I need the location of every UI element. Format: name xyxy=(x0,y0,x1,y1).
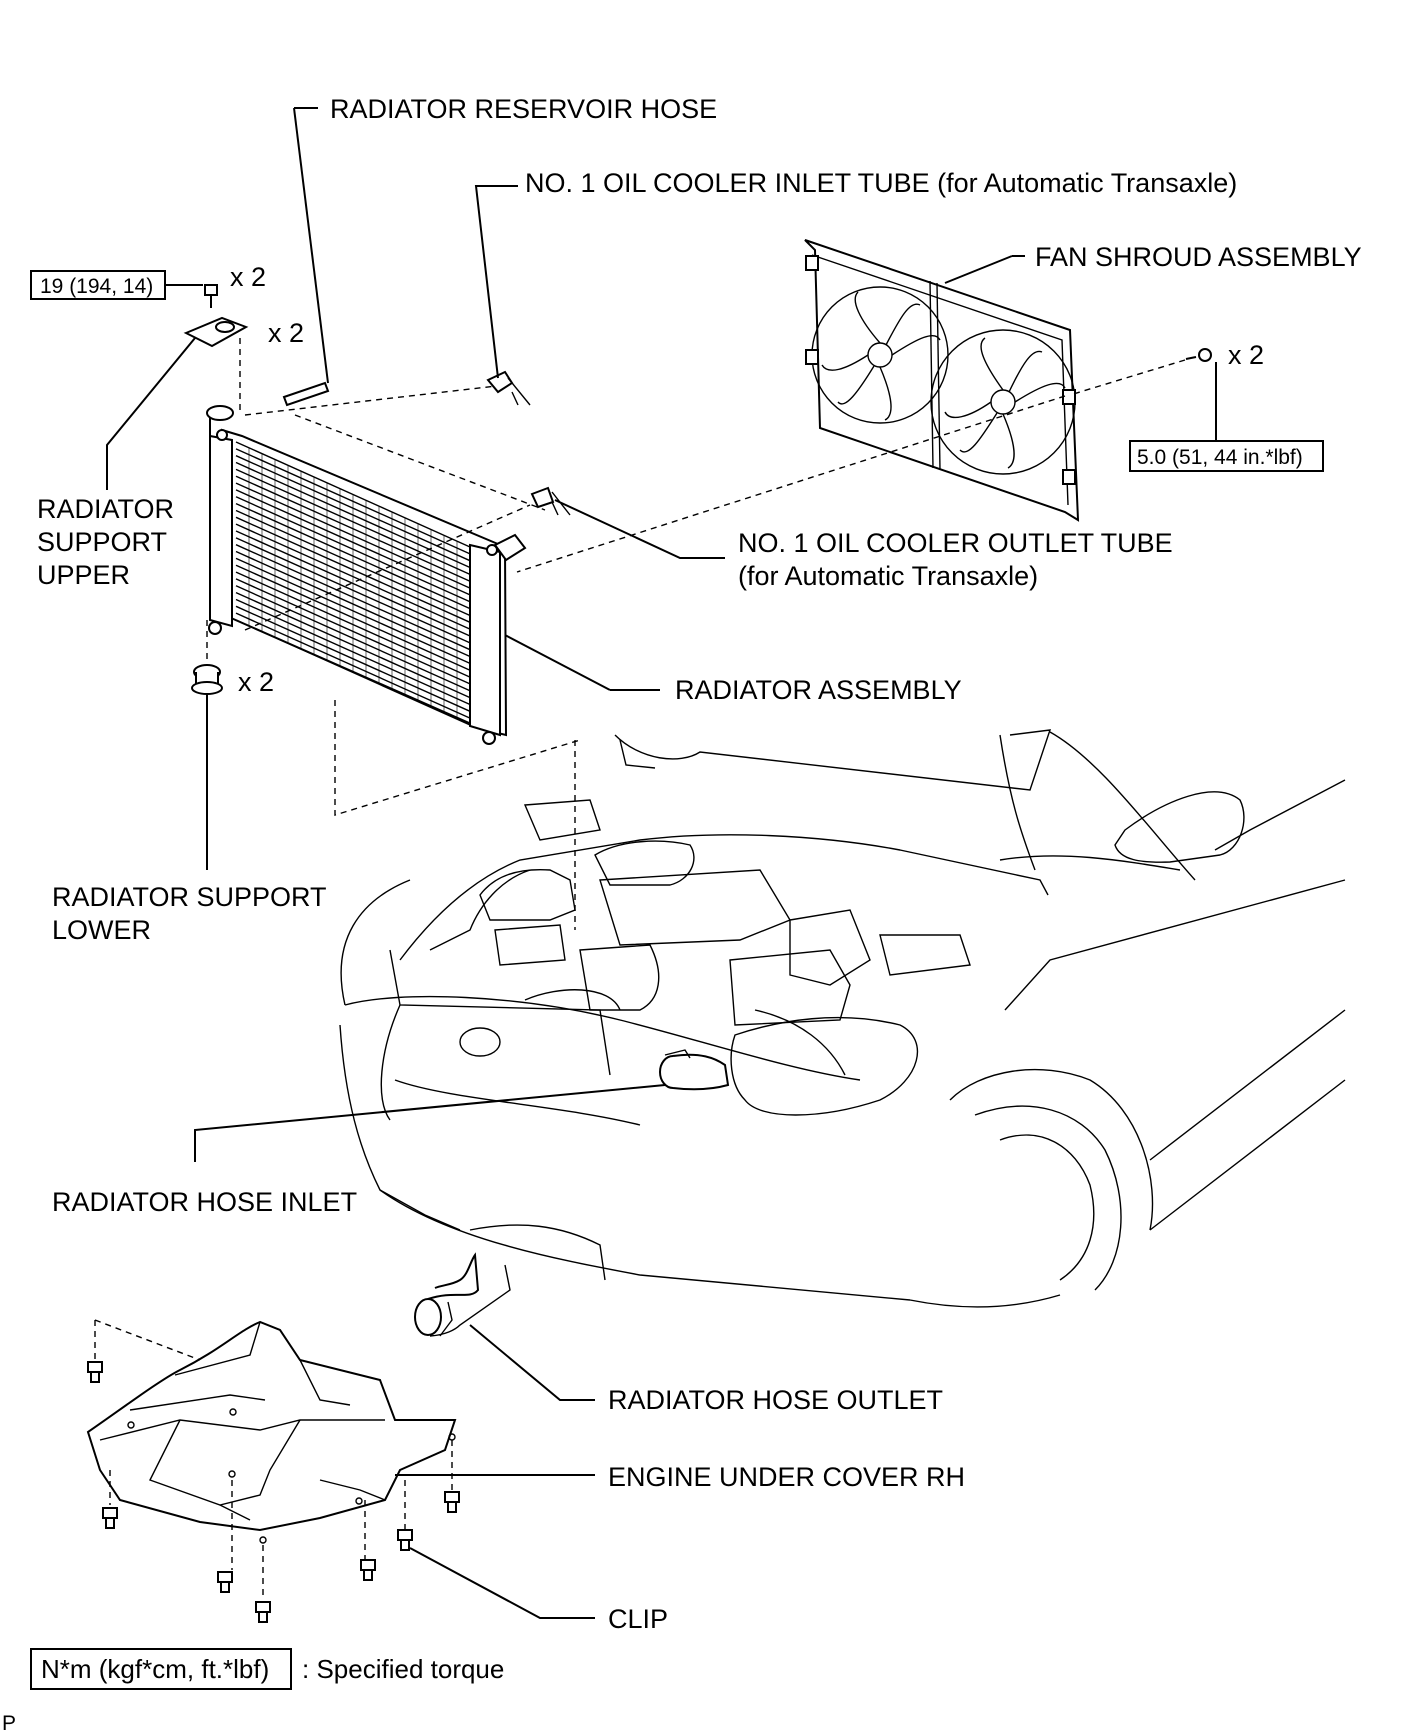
radiator-hose-outlet-drawing xyxy=(414,1252,595,1401)
label-radiator-hose-outlet: RADIATOR HOSE OUTLET xyxy=(608,1385,943,1415)
legend-torque-unit: N*m (kgf*cm, ft.*lbf) xyxy=(41,1654,269,1684)
corner-mark: P xyxy=(2,1712,16,1734)
label-clip: CLIP xyxy=(608,1604,668,1634)
qty-upper-support: x 2 xyxy=(268,318,304,348)
label-radiator-hose-inlet: RADIATOR HOSE INLET xyxy=(52,1187,357,1217)
upper-support-drawing xyxy=(106,284,249,490)
torque-shroud-bolt: 5.0 (51, 44 in.*lbf) xyxy=(1137,446,1303,469)
label-radiator-reservoir-hose: RADIATOR RESERVOIR HOSE xyxy=(330,94,717,124)
legend-torque-text: : Specified torque xyxy=(302,1654,504,1684)
shroud-bolt-drawing xyxy=(516,348,1217,573)
qty-shroud-bolt: x 2 xyxy=(1228,340,1264,370)
engine-under-cover-drawing xyxy=(86,1319,595,1623)
label-oil-cooler-outlet-tube-line1: NO. 1 OIL COOLER OUTLET TUBE xyxy=(738,528,1173,558)
label-radiator-support-upper-line2: SUPPORT xyxy=(37,527,167,557)
lower-support-drawing xyxy=(191,664,223,870)
oil-cooler-outlet-tube-drawing xyxy=(530,486,725,559)
label-radiator-assembly: RADIATOR ASSEMBLY xyxy=(675,675,962,705)
fan-shroud-drawing xyxy=(804,239,1080,522)
radiator-assembly-leader xyxy=(504,634,611,691)
legend-torque-box xyxy=(30,1648,292,1690)
torque-upper-bolt: 19 (194, 14) xyxy=(40,275,153,298)
qty-lower-support: x 2 xyxy=(238,667,274,697)
label-fan-shroud-assembly: FAN SHROUD ASSEMBLY xyxy=(1035,242,1362,272)
label-radiator-support-lower-line2: LOWER xyxy=(52,915,151,945)
label-oil-cooler-inlet-tube: NO. 1 OIL COOLER INLET TUBE (for Automat… xyxy=(525,168,1237,198)
label-radiator-support-upper-line1: RADIATOR xyxy=(37,494,174,524)
torque-box-shroud-bolt xyxy=(1129,440,1324,472)
qty-upper-bolt: x 2 xyxy=(230,262,266,292)
label-oil-cooler-outlet-tube-line2: (for Automatic Transaxle) xyxy=(738,561,1038,591)
radiator-drawing xyxy=(206,384,581,930)
vehicle-front-drawing xyxy=(339,729,1346,1308)
label-radiator-support-upper-line3: UPPER xyxy=(37,560,130,590)
oil-cooler-inlet-tube-drawing xyxy=(474,185,531,406)
label-engine-under-cover-rh: ENGINE UNDER COVER RH xyxy=(608,1462,965,1492)
label-radiator-support-lower-line1: RADIATOR SUPPORT xyxy=(52,882,327,912)
radiator-hose-inlet-drawing xyxy=(194,1049,730,1162)
reservoir-hose-drawing xyxy=(282,107,330,407)
